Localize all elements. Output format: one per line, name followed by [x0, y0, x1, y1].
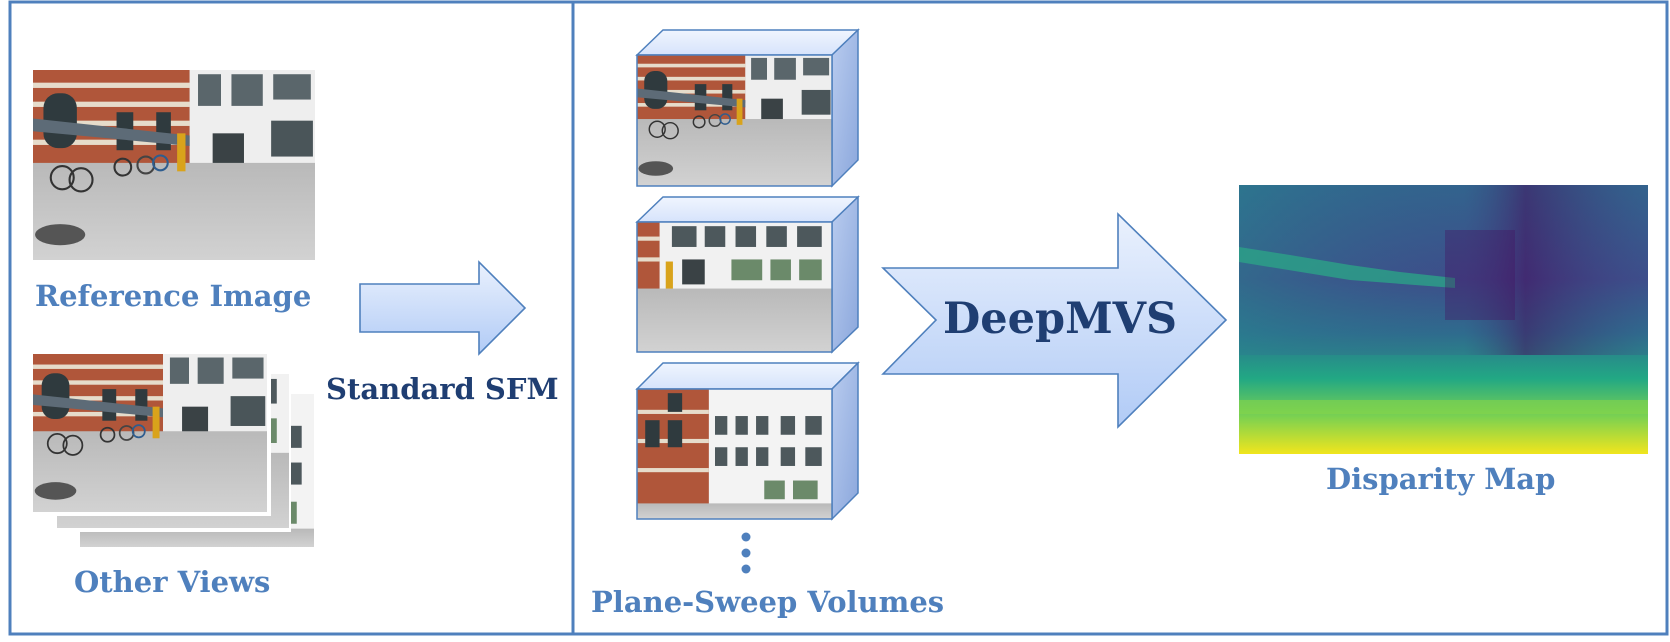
other-views-label: Other Views [74, 565, 271, 599]
sfm-arrow [359, 260, 527, 356]
disparity-map [1239, 185, 1648, 454]
disparity-map-label: Disparity Map [1326, 462, 1556, 496]
plane-sweep-volume-2 [635, 195, 860, 354]
deepmvs-arrow [881, 212, 1228, 429]
vertical-ellipsis-icon [741, 532, 751, 574]
plane-sweep-volume-1 [635, 28, 860, 188]
deepmvs-label: DeepMVS [943, 294, 1178, 344]
standard-sfm-label: Standard SFM [326, 372, 559, 406]
outer-frame [8, 0, 1669, 636]
reference-image [33, 70, 315, 260]
plane-sweep-volumes-label: Plane-Sweep Volumes [591, 585, 945, 619]
reference-image-label: Reference Image [35, 279, 312, 313]
plane-sweep-volume-3 [635, 361, 860, 521]
other-view-1 [33, 354, 267, 512]
other-views-stack [31, 352, 314, 547]
